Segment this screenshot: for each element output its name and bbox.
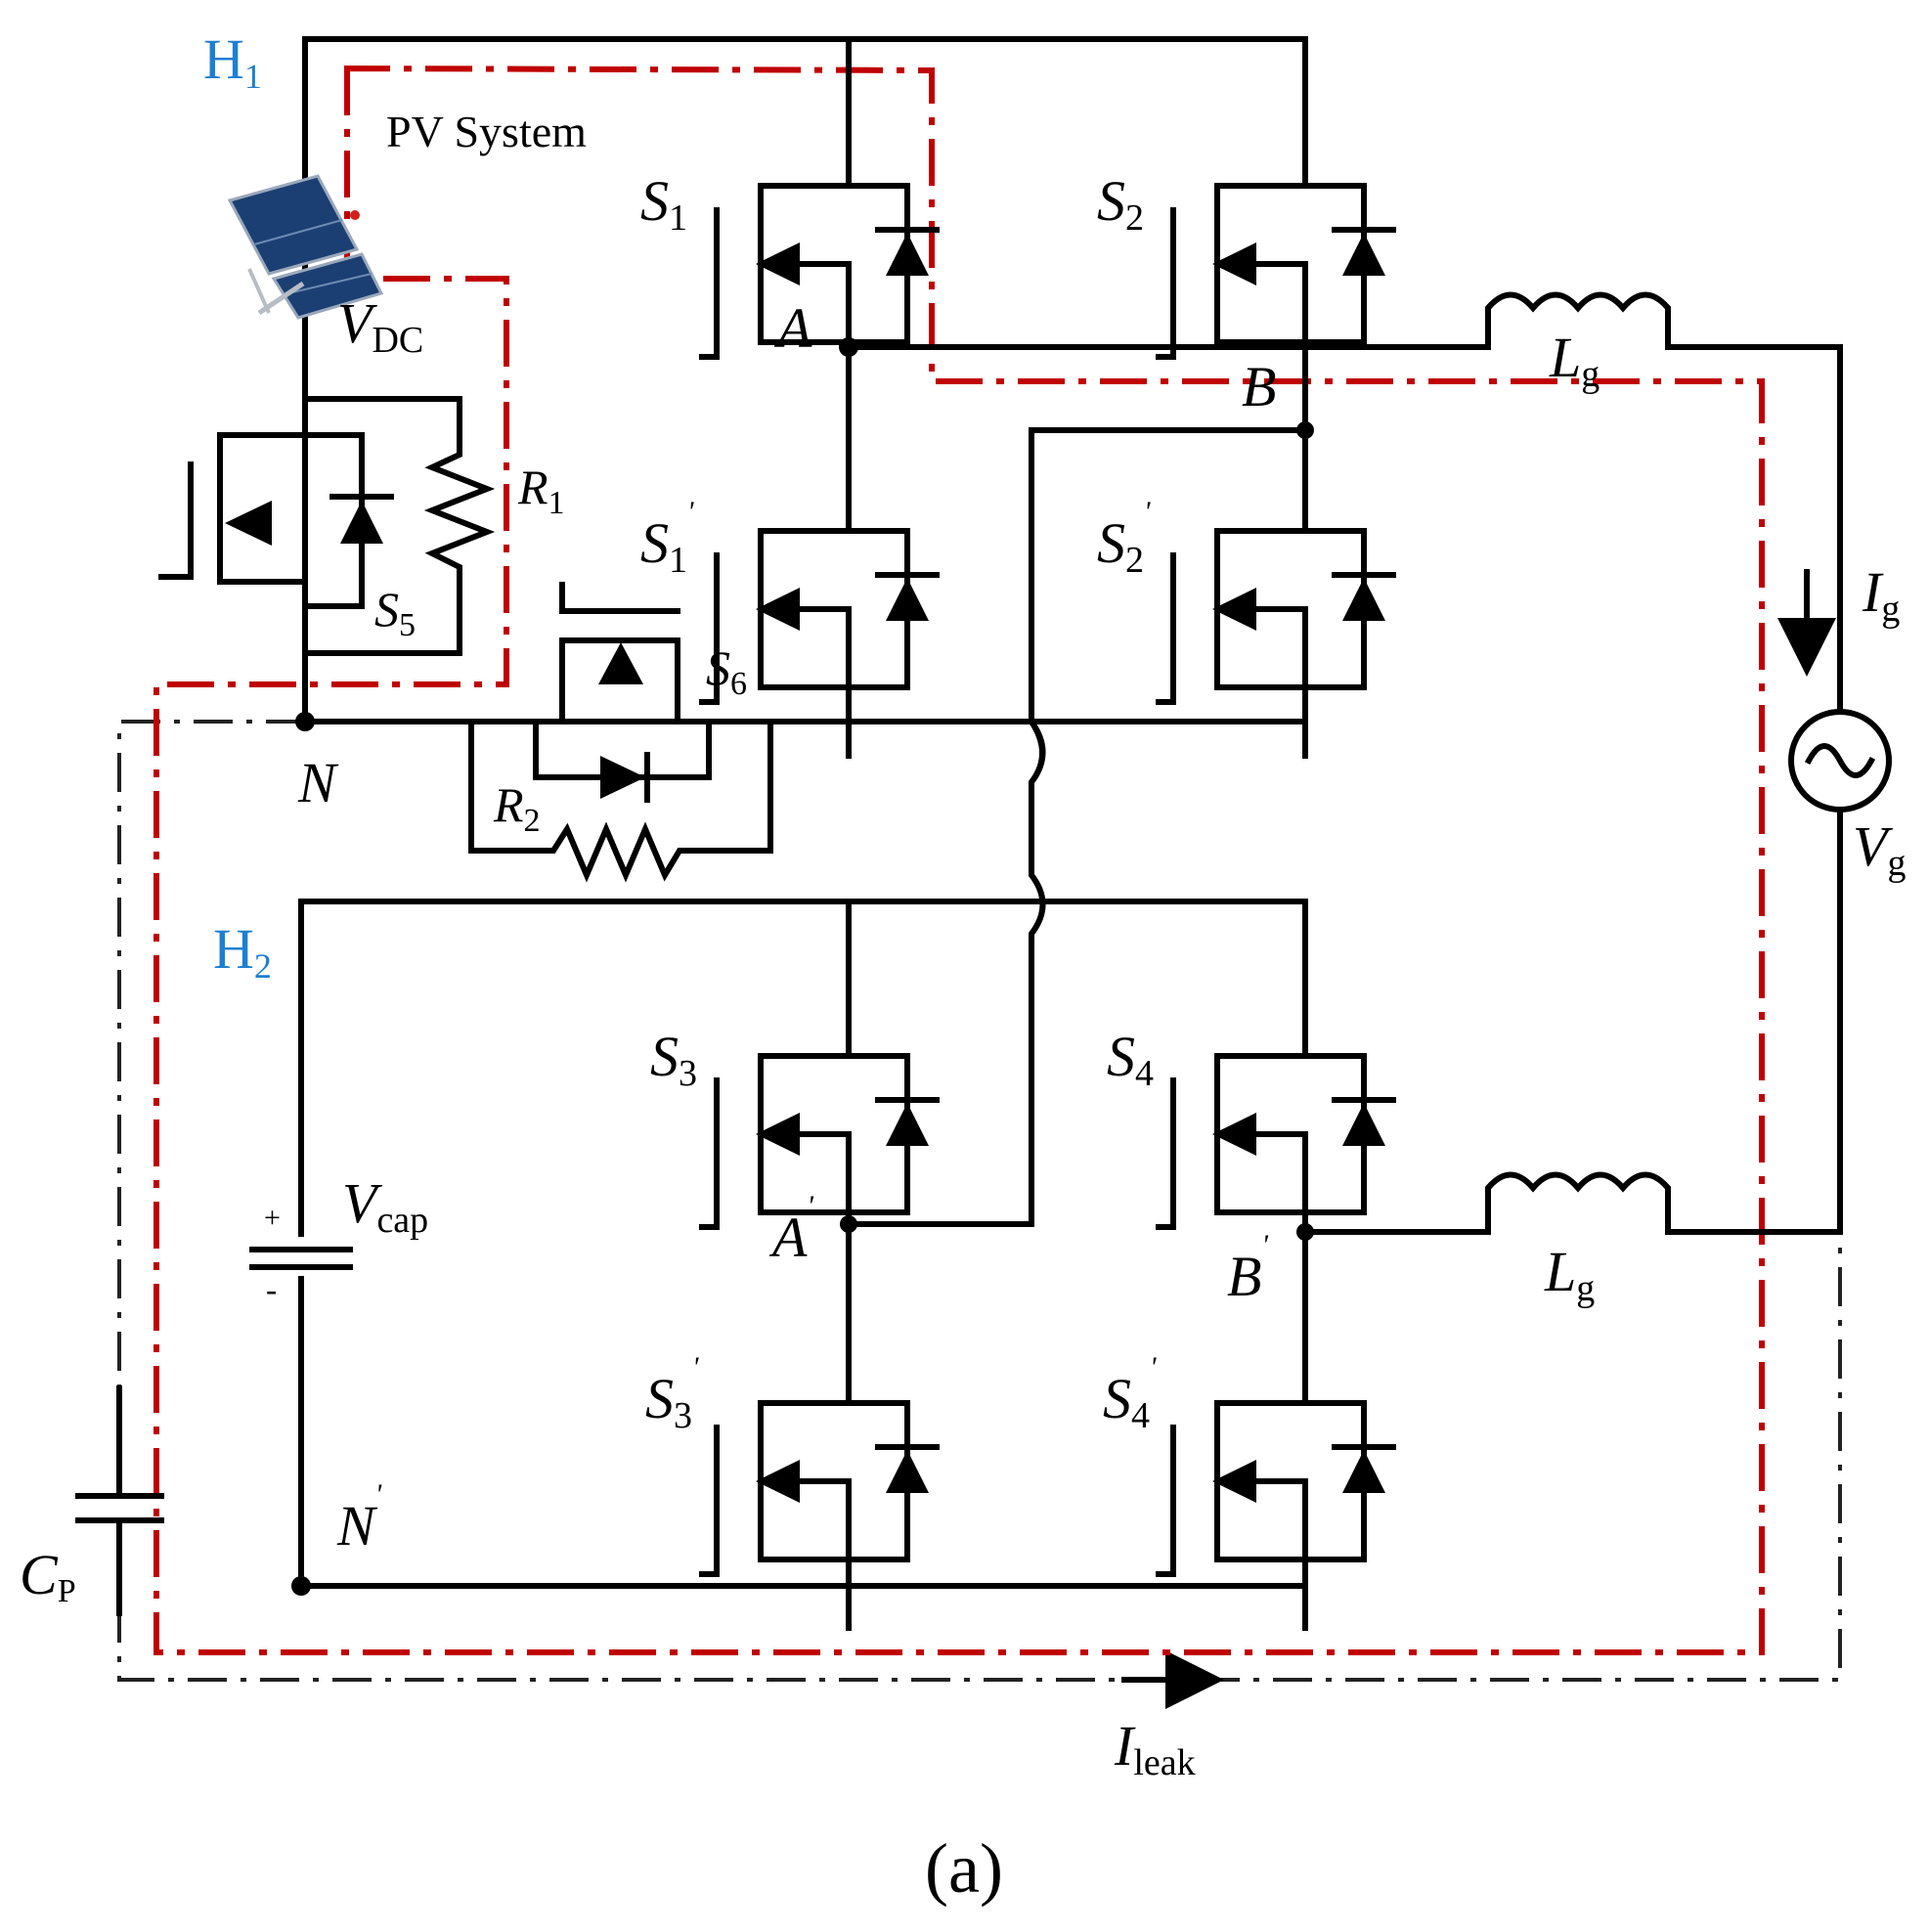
s2-label: S2	[1097, 169, 1144, 239]
ileak-label: Ileak	[1114, 1714, 1196, 1783]
node-a-prime-label: A'	[768, 1190, 813, 1269]
h1-label: H1	[203, 27, 262, 96]
s4-label: S4	[1107, 1025, 1154, 1094]
s5-label: S5	[374, 582, 416, 643]
lg-bottom-label: Lg	[1544, 1240, 1595, 1309]
vdc-label: VDC	[337, 291, 423, 361]
s3-label: S3	[650, 1025, 697, 1094]
switch-s1	[702, 117, 937, 411]
lg-top-label: Lg	[1549, 326, 1600, 395]
s2-prime-label: S2'	[1097, 496, 1151, 581]
r2-label: R2	[493, 777, 541, 839]
s4-prime-label: S4'	[1103, 1351, 1157, 1436]
parasitic-capacitor	[75, 1385, 164, 1616]
switch-s4	[1159, 988, 1393, 1281]
vcap-minus-label: -	[266, 1272, 277, 1308]
vg-label: Vg	[1853, 814, 1906, 884]
node-b-prime-label: B'	[1227, 1229, 1268, 1308]
node-n-dot	[295, 712, 315, 731]
ground-loop	[153, 65, 1765, 1655]
s6-r2-branch	[468, 582, 773, 883]
switch-s3	[702, 988, 937, 1281]
h2-bridge	[249, 899, 1491, 1631]
cp-label: CP	[20, 1543, 76, 1609]
node-n-label: N	[297, 751, 339, 814]
node-n-prime-label: N'	[336, 1478, 382, 1558]
h1-bridge	[302, 36, 1491, 1227]
s5-r1-branch	[158, 396, 496, 656]
s1-label: S1	[640, 169, 687, 239]
s3-prime-label: S3'	[645, 1351, 699, 1436]
s1-prime-label: S1'	[640, 496, 694, 581]
r1-label: R1	[517, 460, 565, 521]
node-b-label: B	[1242, 355, 1276, 418]
vcap-plus-label: +	[264, 1202, 281, 1234]
h2-label: H2	[213, 917, 272, 986]
pv-system-label: PV System	[386, 107, 587, 156]
switch-s2-prime	[1159, 462, 1393, 756]
node-a-label: A	[773, 296, 812, 360]
ig-label: Ig	[1862, 560, 1900, 630]
vcap-label: Vcap	[342, 1171, 428, 1241]
grid-side	[1485, 291, 1892, 1235]
figure-caption: (a)	[925, 1829, 1003, 1908]
pv-panel-icon	[227, 174, 384, 320]
s6-label: S6	[706, 640, 747, 702]
switch-s1-prime	[702, 462, 937, 756]
leakage-current-loop	[117, 720, 1842, 1709]
